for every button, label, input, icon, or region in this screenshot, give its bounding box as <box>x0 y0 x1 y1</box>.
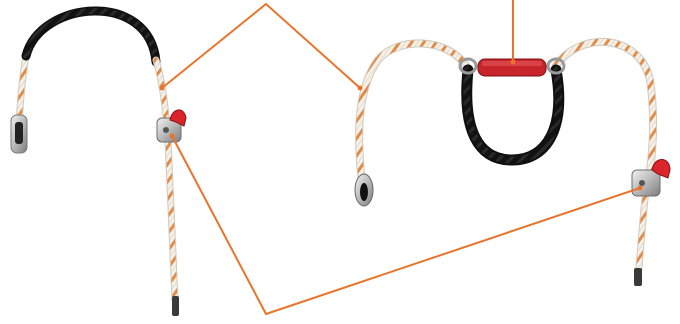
rope-terminal <box>15 122 23 144</box>
callout-dot <box>638 186 643 191</box>
callout-line <box>172 136 640 314</box>
rope-segment <box>359 43 466 200</box>
protective-sheath <box>26 11 156 62</box>
rope-end <box>172 296 179 316</box>
sling-loop <box>467 70 559 160</box>
right-lanyard <box>355 42 670 286</box>
callout-dot <box>358 86 363 91</box>
callout-dot <box>160 86 165 91</box>
left-lanyard <box>11 11 186 316</box>
rope-segment <box>556 42 653 186</box>
rope-segment <box>556 42 653 186</box>
callout-dot <box>511 60 516 65</box>
rope-segment <box>156 60 175 300</box>
rope-end <box>634 268 642 286</box>
callout-line <box>162 4 360 88</box>
rope-terminal <box>355 174 373 206</box>
callout-dot <box>170 134 175 139</box>
